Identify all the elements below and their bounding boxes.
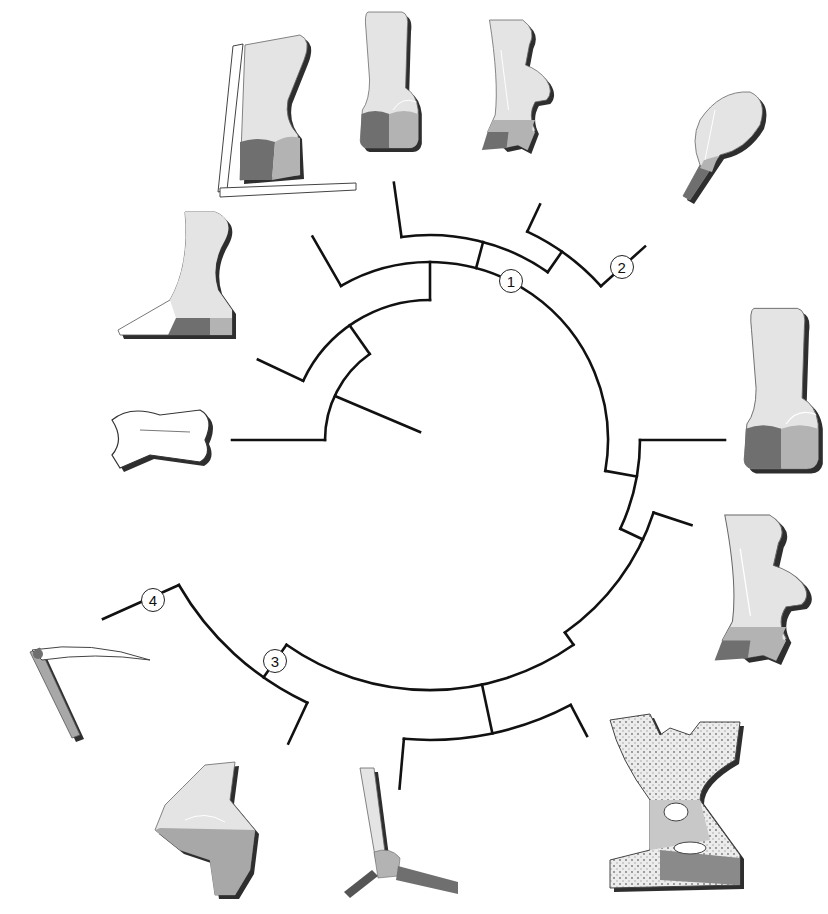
pelvis-drawing — [344, 768, 458, 898]
callout-number: 4 — [149, 593, 157, 608]
pelvis-drawing — [155, 762, 259, 899]
pelvis-drawing — [112, 410, 213, 472]
callout-circle: 2 — [610, 255, 634, 279]
pelvis-drawing — [744, 308, 823, 473]
pelvis-drawing — [30, 647, 150, 742]
pelvis-drawing — [683, 92, 766, 204]
callout-circle: 1 — [499, 269, 523, 293]
pelvis-drawing — [482, 20, 554, 154]
pelvis-drawing — [360, 12, 422, 152]
callout-number: 2 — [618, 260, 626, 275]
callout-circle: 4 — [141, 588, 165, 612]
pelvis-drawing — [610, 714, 744, 892]
callout-number: 3 — [271, 654, 279, 669]
callout-number: 1 — [507, 274, 515, 289]
pelvis-drawing — [218, 35, 356, 197]
pelvis-drawing — [715, 515, 812, 665]
pelvis-drawing — [118, 212, 236, 339]
tree-branches — [103, 183, 725, 789]
callout-circle: 3 — [263, 649, 287, 673]
